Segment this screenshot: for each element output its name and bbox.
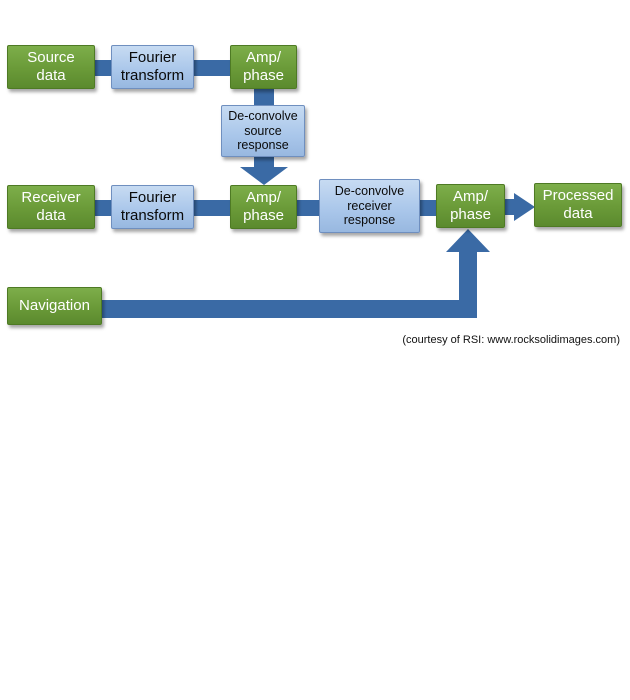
fourier-transform-box-1: Fourier transform xyxy=(111,45,194,89)
amp-phase-box-1: Amp/ phase xyxy=(230,45,297,89)
connector-navigation-riser xyxy=(459,250,477,318)
arrow-deconvolve-to-amp-2 xyxy=(240,156,288,185)
image-credit: (courtesy of RSI: www.rocksolidimages.co… xyxy=(402,334,620,346)
connector-fourier-to-amp-1 xyxy=(193,60,231,76)
amp-phase-box-2: Amp/ phase xyxy=(230,185,297,229)
deconvolve-receiver-box: De-convolve receiver response xyxy=(319,179,420,233)
deconvolve-source-box: De-convolve source response xyxy=(221,105,305,157)
connector-amp-2-to-deconvolve xyxy=(296,200,320,216)
connector-deconvolve-to-amp-3 xyxy=(419,200,437,216)
connector-source-to-fourier xyxy=(95,60,112,76)
connector-navigation-line xyxy=(101,300,472,318)
connector-fourier-to-amp-2 xyxy=(193,200,231,216)
processed-data-box: Processed data xyxy=(534,183,622,227)
source-data-box: Source data xyxy=(7,45,95,89)
receiver-data-box: Receiver data xyxy=(7,185,95,229)
arrow-navigation-to-amp-3 xyxy=(446,229,490,252)
navigation-box: Navigation xyxy=(7,287,102,325)
connector-receiver-to-fourier xyxy=(95,200,112,216)
fourier-transform-box-2: Fourier transform xyxy=(111,185,194,229)
amp-phase-box-3: Amp/ phase xyxy=(436,184,505,228)
connector-amp-1-to-deconvolve xyxy=(254,88,274,106)
arrow-amp-3-to-processed xyxy=(505,193,535,221)
